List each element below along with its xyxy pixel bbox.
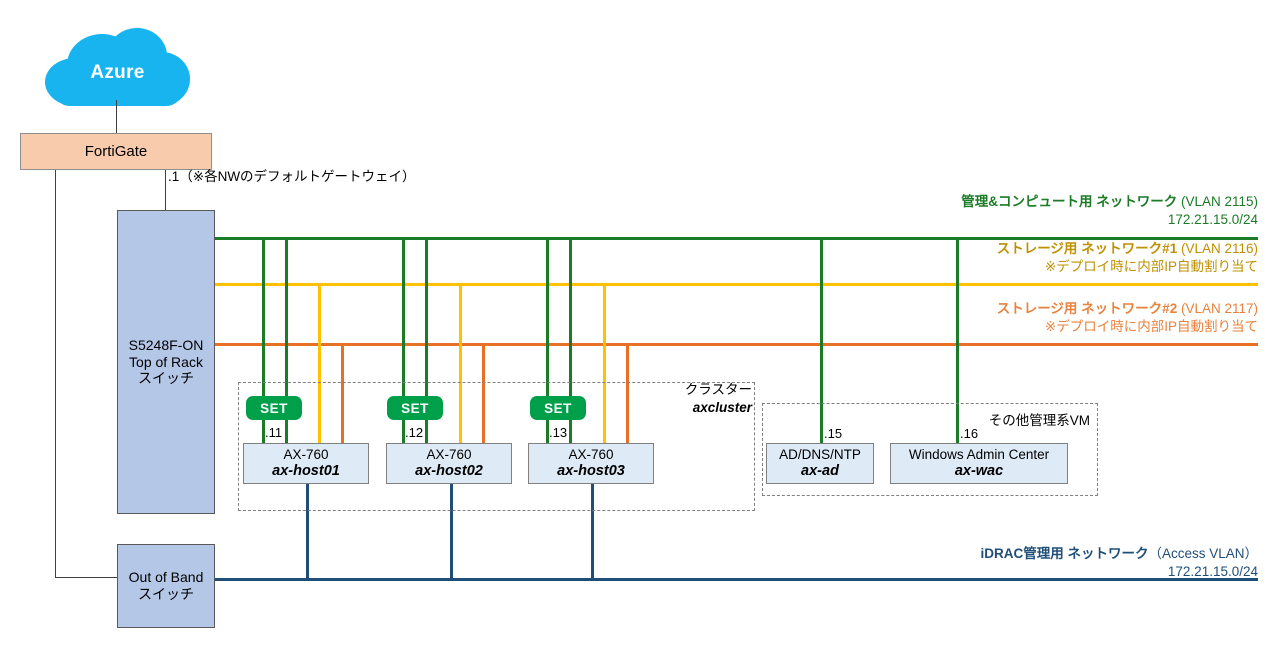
link-fortigate-oob-horizontal xyxy=(55,577,117,578)
drop-host02-mgmt-a xyxy=(402,237,405,449)
drop-host02-idrac xyxy=(450,484,453,578)
oob-switch-line1: Out of Band xyxy=(128,569,204,586)
network-name-mgmt-compute: 管理&コンピュート用 ネットワーク xyxy=(961,194,1178,209)
oob-switch-node: Out of Band スイッチ xyxy=(117,544,215,628)
drop-host03-idrac xyxy=(591,484,594,578)
vm-role-ax-ad: AD/DNS/NTP xyxy=(779,446,861,462)
network-name-storage-1: ストレージ用 ネットワーク#1 xyxy=(996,241,1178,256)
ip-label-ax-ad: .15 xyxy=(824,426,843,441)
set-badge-host03: SET xyxy=(530,396,586,420)
network-label-idrac: iDRAC管理用 ネットワーク（Access VLAN） 172.21.15.0… xyxy=(760,545,1258,581)
other-vm-group-label: その他管理系VM xyxy=(988,413,1090,428)
network-name-idrac: iDRAC管理用 ネットワーク xyxy=(980,546,1149,561)
host-name-ax-host01: ax-host01 xyxy=(272,462,340,479)
network-vlan-storage-1: (VLAN 2116) xyxy=(1177,241,1258,256)
cloud-base-icon xyxy=(53,72,183,106)
tor-switch-line1: S5248F-ON xyxy=(128,337,204,354)
fortigate-node: FortiGate xyxy=(20,133,212,170)
network-vlan-mgmt-compute: (VLAN 2115) xyxy=(1177,194,1258,209)
drop-host01-idrac xyxy=(306,484,309,578)
network-vlan-idrac: （Access VLAN） xyxy=(1148,546,1258,561)
drop-vm-wac-mgmt xyxy=(956,237,959,444)
drop-host03-mgmt-b xyxy=(569,237,572,449)
drop-host02-mgmt-b xyxy=(425,237,428,449)
drop-host03-storage1 xyxy=(603,283,606,444)
cluster-title: クラスター xyxy=(684,382,752,397)
network-label-storage-1: ストレージ用 ネットワーク#1 (VLAN 2116) ※デプロイ時に内部IP自… xyxy=(760,240,1258,276)
host-node-ax-host01: AX-760 ax-host01 xyxy=(243,443,369,484)
azure-label: Azure xyxy=(90,62,145,83)
vm-node-ax-wac: Windows Admin Center ax-wac xyxy=(890,443,1068,484)
network-subnet-mgmt-compute: 172.21.15.0/24 xyxy=(1167,212,1258,228)
ip-label-host01: .11 xyxy=(265,425,283,440)
network-subnet-idrac: 172.21.15.0/24 xyxy=(1167,564,1258,580)
azure-cloud-node: Azure xyxy=(45,28,190,106)
drop-host01-storage1 xyxy=(318,283,321,444)
tor-switch-node: S5248F-ON Top of Rack スイッチ xyxy=(117,210,215,514)
host-model-ax-host02: AX-760 xyxy=(426,446,472,462)
cluster-group-label: クラスター axcluster xyxy=(600,381,752,416)
network-label-mgmt-compute: 管理&コンピュート用 ネットワーク (VLAN 2115) 172.21.15.… xyxy=(760,193,1258,229)
vm-node-ax-ad: AD/DNS/NTP ax-ad xyxy=(766,443,874,484)
drop-host02-storage1 xyxy=(459,283,462,444)
drop-host03-storage2 xyxy=(626,343,629,444)
ip-label-ax-wac: .16 xyxy=(960,426,979,441)
drop-host03-mgmt-a xyxy=(546,237,549,449)
oob-switch-line2: スイッチ xyxy=(138,586,194,602)
link-azure-fortigate xyxy=(116,100,117,133)
host-model-ax-host01: AX-760 xyxy=(283,446,329,462)
vm-name-ax-ad: ax-ad xyxy=(801,462,839,479)
host-node-ax-host02: AX-760 ax-host02 xyxy=(386,443,512,484)
set-badge-host02: SET xyxy=(387,396,443,420)
tor-switch-line2: Top of Rack xyxy=(129,353,203,370)
host-name-ax-host03: ax-host03 xyxy=(557,462,625,479)
network-bus-storage-2 xyxy=(215,343,1258,346)
network-bus-mgmt-compute xyxy=(215,237,1258,240)
vm-name-ax-wac: ax-wac xyxy=(954,462,1004,479)
other-vm-group-box xyxy=(762,403,1098,496)
host-node-ax-host03: AX-760 ax-host03 xyxy=(528,443,654,484)
link-fortigate-oob-vertical xyxy=(55,170,56,577)
network-subnet-storage-2: ※デプロイ時に内部IP自動割り当て xyxy=(1044,319,1258,335)
set-badge-host01: SET xyxy=(246,396,302,420)
network-bus-storage-1 xyxy=(215,283,1258,286)
ip-label-host02: .12 xyxy=(405,425,424,440)
drop-host01-mgmt-a xyxy=(262,237,265,449)
network-label-storage-2: ストレージ用 ネットワーク#2 (VLAN 2117) ※デプロイ時に内部IP自… xyxy=(760,300,1258,336)
ip-label-host03: .13 xyxy=(549,425,568,440)
fortigate-label: FortiGate xyxy=(84,142,148,160)
drop-host01-mgmt-b xyxy=(285,237,288,449)
cluster-group-box xyxy=(238,382,755,511)
link-fortigate-tor xyxy=(165,170,166,210)
network-bus-idrac xyxy=(215,578,1258,581)
drop-host02-storage2 xyxy=(482,343,485,444)
tor-switch-line3: スイッチ xyxy=(138,370,194,387)
vm-role-ax-wac: Windows Admin Center xyxy=(908,446,1050,462)
host-model-ax-host03: AX-760 xyxy=(568,446,614,462)
network-vlan-storage-2: (VLAN 2117) xyxy=(1177,301,1258,316)
network-name-storage-2: ストレージ用 ネットワーク#2 xyxy=(996,301,1178,316)
drop-host01-storage2 xyxy=(341,343,344,444)
drop-vm-ad-mgmt xyxy=(820,237,823,444)
cluster-name: axcluster xyxy=(692,399,752,415)
network-subnet-storage-1: ※デプロイ時に内部IP自動割り当て xyxy=(1044,259,1258,275)
gateway-note: .1（※各NWのデフォルトゲートウェイ） xyxy=(168,169,416,184)
host-name-ax-host02: ax-host02 xyxy=(415,462,483,479)
